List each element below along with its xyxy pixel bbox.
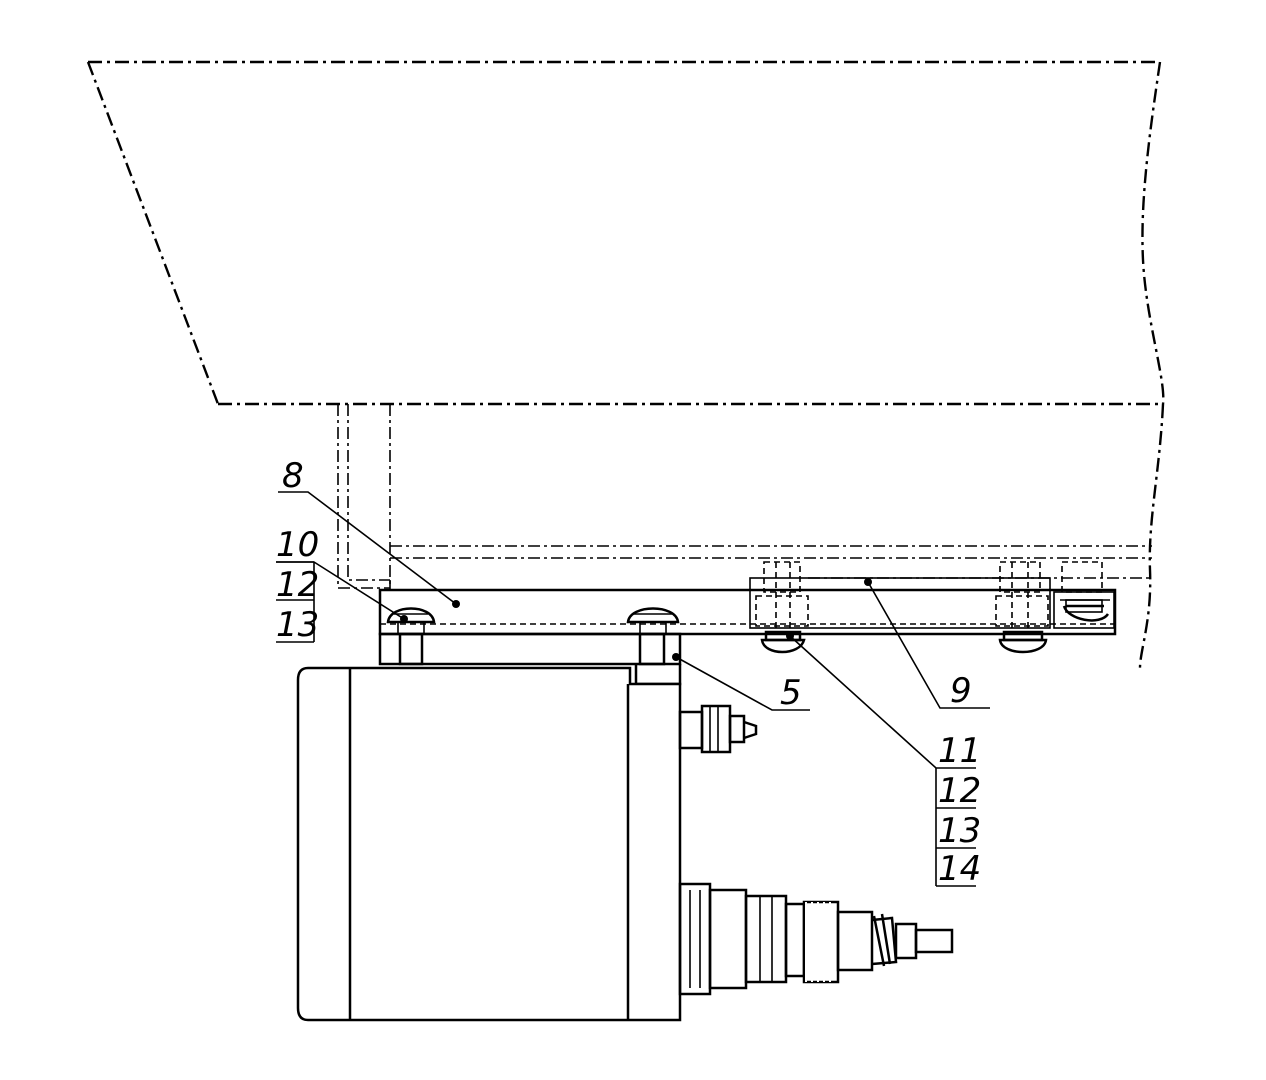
cable-connector [678, 882, 954, 996]
center-bolt [626, 607, 680, 666]
callout-13-left: 13 [276, 605, 319, 645]
right-bolt-3 [1061, 561, 1110, 622]
right-bolt-2 [995, 561, 1049, 654]
mounting-plate [378, 580, 1117, 636]
callout-12-left: 12 [276, 565, 319, 605]
callout-14: 14 [938, 849, 981, 889]
bracket-phantom-lines [337, 404, 1152, 589]
motor-body [296, 666, 682, 1022]
left-bolt [386, 607, 436, 666]
callout-labels: 8 10 12 13 5 9 11 12 13 14 [276, 456, 981, 889]
right-bolt-1 [755, 561, 809, 654]
callout-13-right: 13 [938, 811, 981, 851]
callout-10: 10 [276, 525, 319, 565]
callout-11: 11 [938, 731, 981, 771]
plate-nine [749, 577, 1115, 629]
callout-9: 9 [950, 671, 972, 711]
housing-phantom-outline [86, 60, 1165, 669]
callout-8: 8 [282, 456, 304, 496]
small-fitting [678, 704, 758, 754]
callout-5: 5 [780, 673, 802, 713]
callout-12-right: 12 [938, 771, 981, 811]
